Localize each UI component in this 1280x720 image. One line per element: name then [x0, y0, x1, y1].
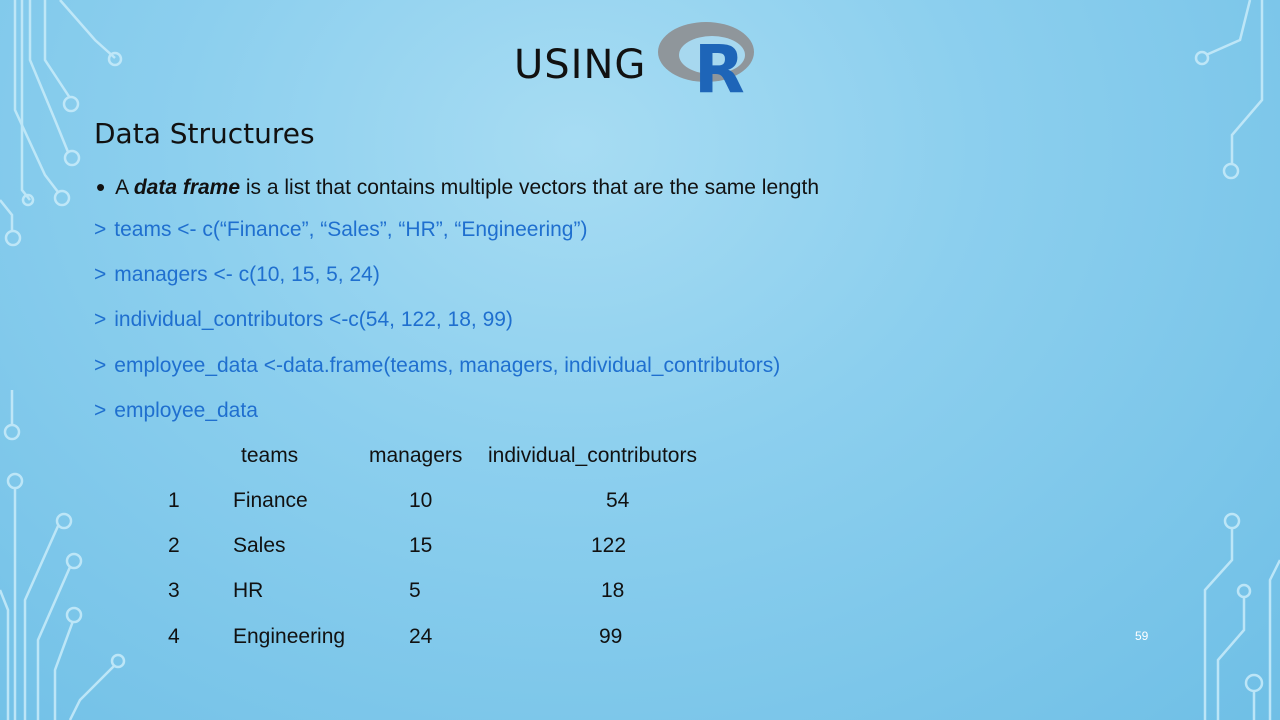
code-line: >employee_data <-data.frame(teams, manag… — [94, 354, 781, 377]
row-index: 3 — [168, 579, 180, 602]
cell-managers: 24 — [409, 625, 433, 648]
bullet-text: •A data frame is a list that contains mu… — [96, 172, 819, 202]
code-line: >individual_contributors <-c(54, 122, 18… — [94, 308, 513, 331]
cell-team: Engineering — [233, 625, 346, 648]
section-heading: Data Structures — [94, 117, 315, 150]
table-header-managers: managers — [369, 444, 463, 467]
code-line: >teams <- c(“Finance”, “Sales”, “HR”, “E… — [94, 218, 588, 241]
table-header-teams: teams — [241, 444, 299, 467]
cell-managers: 5 — [409, 579, 421, 602]
cell-managers: 15 — [409, 534, 433, 557]
slide-title: USING — [514, 42, 647, 88]
cell-team: HR — [233, 579, 264, 602]
cell-managers: 10 — [409, 489, 433, 512]
row-index: 4 — [168, 625, 180, 648]
cell-individual-contributors: 18 — [601, 579, 625, 602]
code-line: >managers <- c(10, 15, 5, 24) — [94, 263, 380, 286]
cell-team: Finance — [233, 489, 308, 512]
row-index: 2 — [168, 534, 180, 557]
r-logo-letter: R — [694, 31, 745, 96]
cell-individual-contributors: 54 — [606, 489, 630, 512]
cell-individual-contributors: 122 — [591, 534, 627, 557]
cell-team: Sales — [233, 534, 286, 557]
r-logo: R — [658, 22, 754, 96]
emphasis-text: data frame — [133, 176, 241, 199]
bullet-icon: • — [96, 172, 106, 202]
row-index: 1 — [168, 489, 180, 512]
code-line: >employee_data — [94, 399, 258, 422]
table-header-individual-contributors: individual_contributors — [488, 444, 697, 467]
cell-individual-contributors: 99 — [599, 625, 623, 648]
slide-number: 59 — [1135, 629, 1149, 643]
